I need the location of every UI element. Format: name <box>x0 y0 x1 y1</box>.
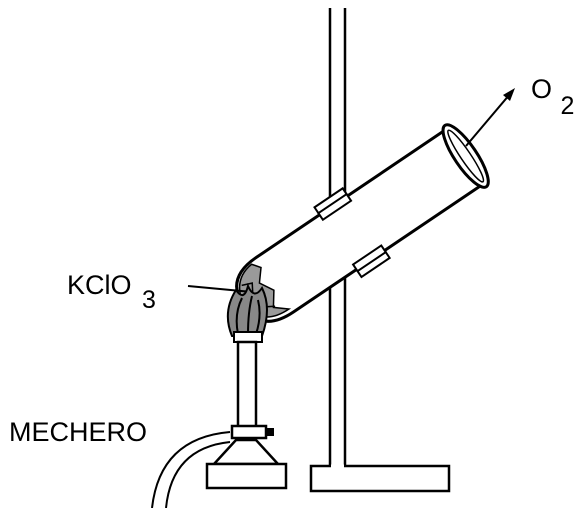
reagent-subscript: 3 <box>141 286 156 314</box>
tube-mouth <box>441 123 490 189</box>
gas-outflow-arrow <box>465 88 515 147</box>
burner-air-control <box>230 424 268 440</box>
stand-base <box>309 464 451 493</box>
oxygen-subscript: 2 <box>560 92 575 120</box>
burner-collar <box>233 331 263 343</box>
flame-icon <box>226 282 268 337</box>
reagent-pointer-line <box>187 285 253 293</box>
burner-barrel <box>236 340 258 430</box>
retort-stand <box>309 8 451 493</box>
reagent-label: KClO 3 <box>67 270 156 313</box>
burner-valve-knob <box>266 428 274 436</box>
oxygen-label: O 2 <box>531 74 574 119</box>
bunsen-burner <box>151 282 288 508</box>
reagent-formula: KClO <box>67 270 132 300</box>
burner-label: MECHERO <box>9 417 148 447</box>
gas-hose <box>151 431 231 508</box>
oxygen-symbol: O <box>531 74 553 104</box>
